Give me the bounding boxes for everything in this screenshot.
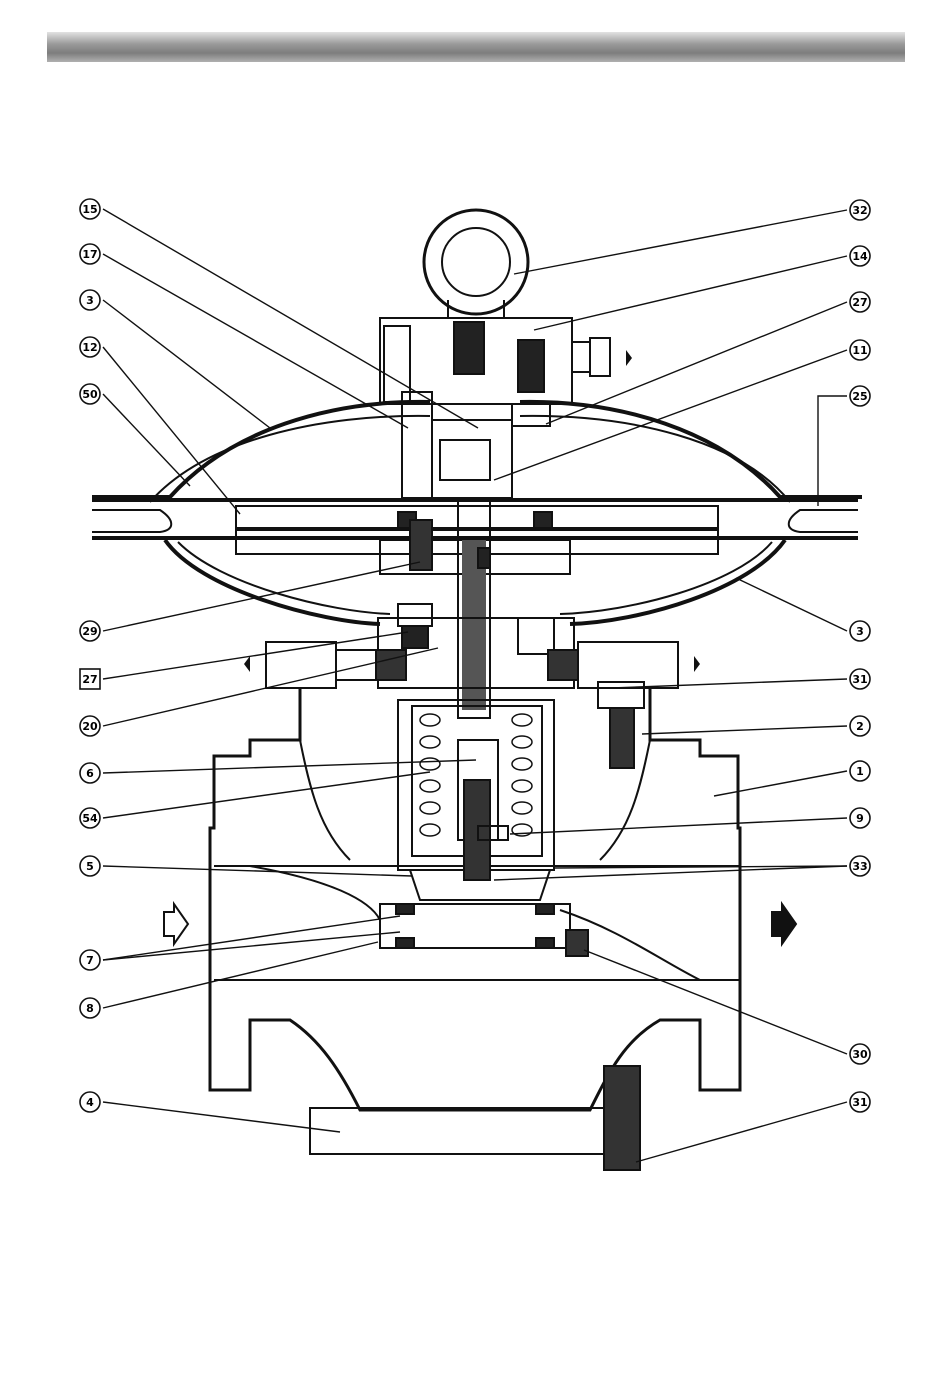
callout-29: 29 [80,621,100,641]
svg-text:7: 7 [86,954,94,967]
callout-14: 14 [850,246,870,266]
top-cover [380,318,610,426]
svg-text:54: 54 [82,812,98,825]
inlet-arrow-icon [164,904,188,944]
callout-9: 9 [850,808,870,828]
svg-text:11: 11 [852,344,867,357]
svg-text:14: 14 [852,250,868,263]
svg-text:9: 9 [856,812,864,825]
svg-text:31: 31 [852,1096,867,1109]
svg-text:31: 31 [852,673,867,686]
callout-15: 15 [80,199,100,219]
left-impulse-fitting [266,642,406,688]
callout-27: 27 [850,292,870,312]
callout-17: 17 [80,244,100,264]
svg-text:27: 27 [82,673,97,686]
callout-20: 20 [80,716,100,736]
callout-31-lower: 31 [850,1092,870,1112]
callout-7: 7 [80,950,100,970]
callouts-left: 15 17 3 12 50 29 27 20 6 54 5 7 8 4 [80,199,100,1112]
callout-8: 8 [80,998,100,1018]
callout-2: 2 [850,716,870,736]
svg-text:8: 8 [86,1002,94,1015]
bottom-cover [310,1066,640,1170]
svg-text:50: 50 [82,388,98,401]
callout-30: 30 [850,1044,870,1064]
callout-25: 25 [850,386,870,406]
valve-seat [380,870,588,956]
eye-bolt [424,210,528,318]
svg-text:25: 25 [852,390,867,403]
upper-housing [92,402,862,497]
callout-12: 12 [80,337,100,357]
svg-text:1: 1 [856,765,864,778]
callout-54: 54 [80,808,100,828]
svg-text:4: 4 [86,1096,94,1109]
callout-1: 1 [850,761,870,781]
svg-text:3: 3 [86,294,94,307]
svg-text:30: 30 [852,1048,868,1061]
callout-3-upper: 3 [80,290,100,310]
svg-text:33: 33 [852,860,867,873]
svg-text:27: 27 [852,296,867,309]
svg-text:29: 29 [82,625,97,638]
callout-32: 32 [850,200,870,220]
callout-4: 4 [80,1092,100,1112]
impulse-arrow-icon [244,656,250,672]
callout-33: 33 [850,856,870,876]
svg-text:20: 20 [82,720,98,733]
svg-text:2: 2 [856,720,864,733]
callout-3-lower: 3 [850,621,870,641]
svg-text:3: 3 [856,625,864,638]
callouts-right: 32 14 27 11 25 3 31 2 1 9 33 30 31 [850,200,870,1112]
svg-text:6: 6 [86,767,94,780]
screw-29 [410,520,432,570]
svg-text:15: 15 [82,203,97,216]
callout-50: 50 [80,384,100,404]
outlet-arrow-icon [772,904,796,944]
svg-text:17: 17 [82,248,97,261]
spring-cartridge [398,700,554,880]
callout-5: 5 [80,856,100,876]
svg-text:32: 32 [852,204,867,217]
callout-27-boxed: 27 [80,669,100,689]
svg-text:12: 12 [82,341,97,354]
svg-text:5: 5 [86,860,94,873]
callout-6: 6 [80,763,100,783]
right-impulse-fitting [548,642,678,768]
callout-31-upper: 31 [850,669,870,689]
callout-11: 11 [850,340,870,360]
